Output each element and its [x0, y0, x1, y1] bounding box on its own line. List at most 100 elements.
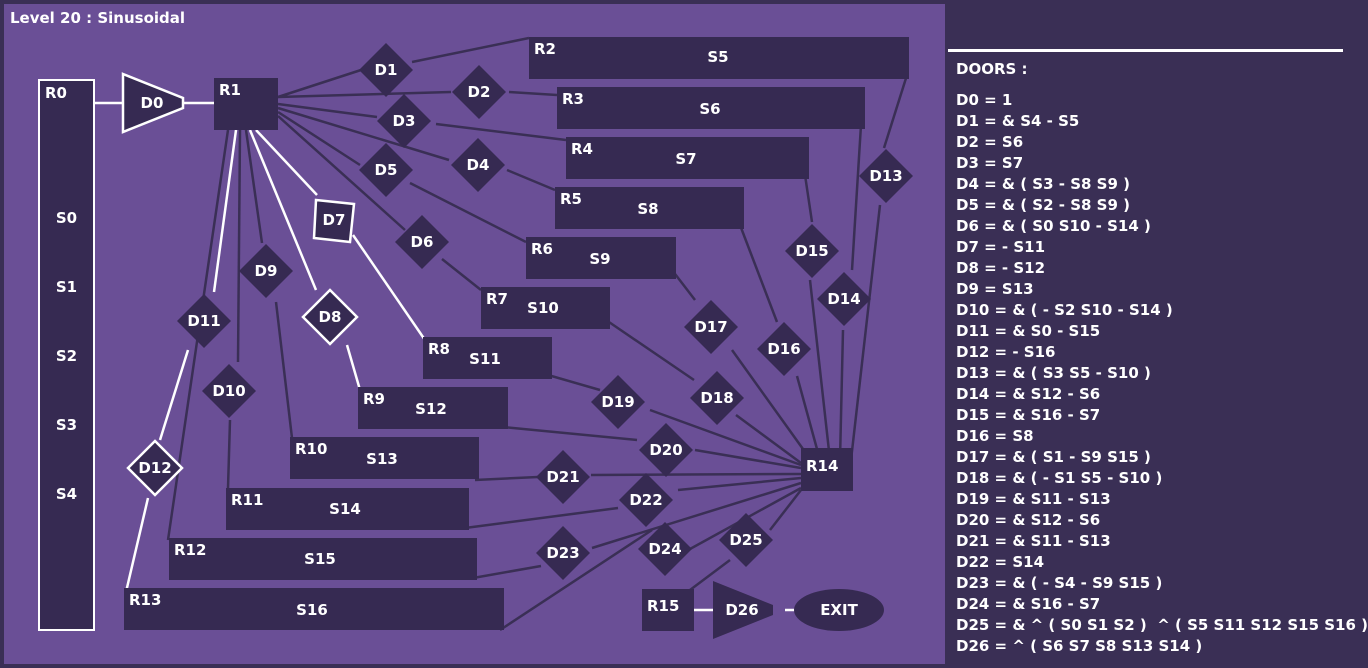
door-d16[interactable]: D16 [757, 322, 811, 376]
door-d13[interactable]: D13 [859, 149, 913, 203]
door-d2[interactable]: D2 [452, 65, 506, 119]
door-rule: D23 = & ( - S4 - S9 S15 ) [956, 574, 1163, 592]
door-rule: D4 = & ( S3 - S8 S9 ) [956, 175, 1130, 193]
room-r4[interactable]: R4 S7 [566, 137, 809, 179]
connection-line [591, 481, 802, 550]
switch-s0[interactable]: S0 [55, 209, 78, 227]
room-r15[interactable]: R15 [642, 589, 694, 631]
door-d7[interactable]: D7 [312, 198, 356, 244]
door-d6[interactable]: D6 [395, 215, 449, 269]
exit-node[interactable]: EXIT [794, 589, 884, 631]
room-r10[interactable]: R10 S13 [290, 437, 479, 479]
door-rule: D5 = & ( S2 - S8 S9 ) [956, 196, 1130, 214]
switch-s12[interactable]: S12 [415, 400, 447, 418]
connection-line [435, 122, 567, 142]
switch-s13[interactable]: S13 [366, 450, 398, 468]
door-d9[interactable]: D9 [239, 244, 293, 298]
switch-s15[interactable]: S15 [304, 550, 336, 568]
switch-s3[interactable]: S3 [55, 416, 78, 434]
door-label: D1 [375, 61, 398, 79]
connection-line [605, 318, 695, 382]
door-d20[interactable]: D20 [639, 423, 693, 477]
door-d5[interactable]: D5 [359, 143, 413, 197]
switch-s10[interactable]: S10 [527, 299, 559, 317]
door-rule: D12 = - S16 [956, 343, 1056, 361]
connection-line [464, 506, 619, 530]
door-rule: D24 = & S16 - S7 [956, 595, 1101, 613]
door-rule: D11 = & S0 - S15 [956, 322, 1101, 340]
switch-s1[interactable]: S1 [55, 278, 78, 296]
connection-line [506, 168, 556, 192]
room-label: R9 [363, 390, 385, 408]
door-d25[interactable]: D25 [719, 513, 773, 567]
connection-line [838, 329, 845, 461]
door-d1[interactable]: D1 [359, 43, 413, 97]
door-d23[interactable]: D23 [536, 526, 590, 580]
switch-s11[interactable]: S11 [469, 350, 501, 368]
door-label: D9 [255, 262, 278, 280]
room-r8[interactable]: R8 S11 [423, 337, 552, 379]
door-label: D13 [869, 167, 902, 185]
door-d19[interactable]: D19 [591, 375, 645, 429]
door-d24[interactable]: D24 [638, 522, 692, 576]
switch-s7[interactable]: S7 [675, 150, 697, 168]
door-d12[interactable]: D12 [126, 439, 184, 497]
switch-s6[interactable]: S6 [699, 100, 721, 118]
room-r13[interactable]: R13 S16 [124, 588, 504, 630]
room-r12[interactable]: R12 S15 [169, 538, 477, 580]
door-d8[interactable]: D8 [301, 288, 359, 346]
door-d4[interactable]: D4 [451, 138, 505, 192]
connection-line [730, 349, 810, 457]
level-title: Level 20 : Sinusoidal [10, 9, 186, 27]
room-label: R6 [531, 240, 553, 258]
room-r3[interactable]: R3 S6 [557, 87, 865, 129]
door-d11[interactable]: D11 [177, 294, 231, 348]
connection-line [277, 110, 361, 167]
switch-s8[interactable]: S8 [637, 200, 659, 218]
door-d3[interactable]: D3 [377, 94, 431, 148]
connection-line [499, 528, 653, 632]
connection-line [677, 476, 802, 492]
door-d10[interactable]: D10 [202, 364, 256, 418]
room-r2[interactable]: R2 S5 [529, 37, 909, 79]
connection-line [694, 448, 802, 470]
door-d0[interactable]: D0 [121, 72, 185, 134]
door-label: D17 [694, 318, 727, 336]
connection-line [850, 124, 863, 271]
door-d22[interactable]: D22 [619, 473, 673, 527]
connection-line [277, 68, 362, 99]
door-label: D3 [393, 112, 416, 130]
switch-s9[interactable]: S9 [589, 250, 611, 268]
door-label: D6 [411, 233, 434, 251]
room-r7[interactable]: R7 S10 [481, 287, 610, 329]
room-r1[interactable]: R1 [214, 78, 278, 130]
switch-s5[interactable]: S5 [707, 48, 729, 66]
switch-s2[interactable]: S2 [55, 347, 78, 365]
room-label: R1 [219, 81, 241, 99]
room-r9[interactable]: R9 S12 [358, 387, 508, 429]
switch-s14[interactable]: S14 [329, 500, 361, 518]
door-rule: D9 = S13 [956, 280, 1034, 298]
room-label: R4 [571, 140, 593, 158]
room-r0[interactable]: R0 S0 S1 S2 S3 S4 [38, 79, 95, 631]
switch-s4[interactable]: S4 [55, 485, 78, 503]
door-d26[interactable]: D26 [713, 581, 773, 639]
door-d15[interactable]: D15 [785, 224, 839, 278]
door-d17[interactable]: D17 [684, 300, 738, 354]
room-r11[interactable]: R11 S14 [226, 488, 469, 530]
connection-line [351, 234, 427, 341]
door-label: D26 [725, 601, 758, 619]
connection-line [882, 74, 909, 149]
room-r14[interactable]: R14 [801, 448, 853, 491]
room-r6[interactable]: R6 S9 [526, 237, 676, 279]
door-rule: D0 = 1 [956, 91, 1013, 109]
room-label: R3 [562, 90, 584, 108]
door-d14[interactable]: D14 [817, 272, 871, 326]
door-d21[interactable]: D21 [536, 450, 590, 504]
door-label: D8 [319, 308, 342, 326]
room-r5[interactable]: R5 S8 [555, 187, 744, 229]
switch-s16[interactable]: S16 [296, 601, 328, 619]
door-d18[interactable]: D18 [690, 371, 744, 425]
door-label: D16 [767, 340, 800, 358]
